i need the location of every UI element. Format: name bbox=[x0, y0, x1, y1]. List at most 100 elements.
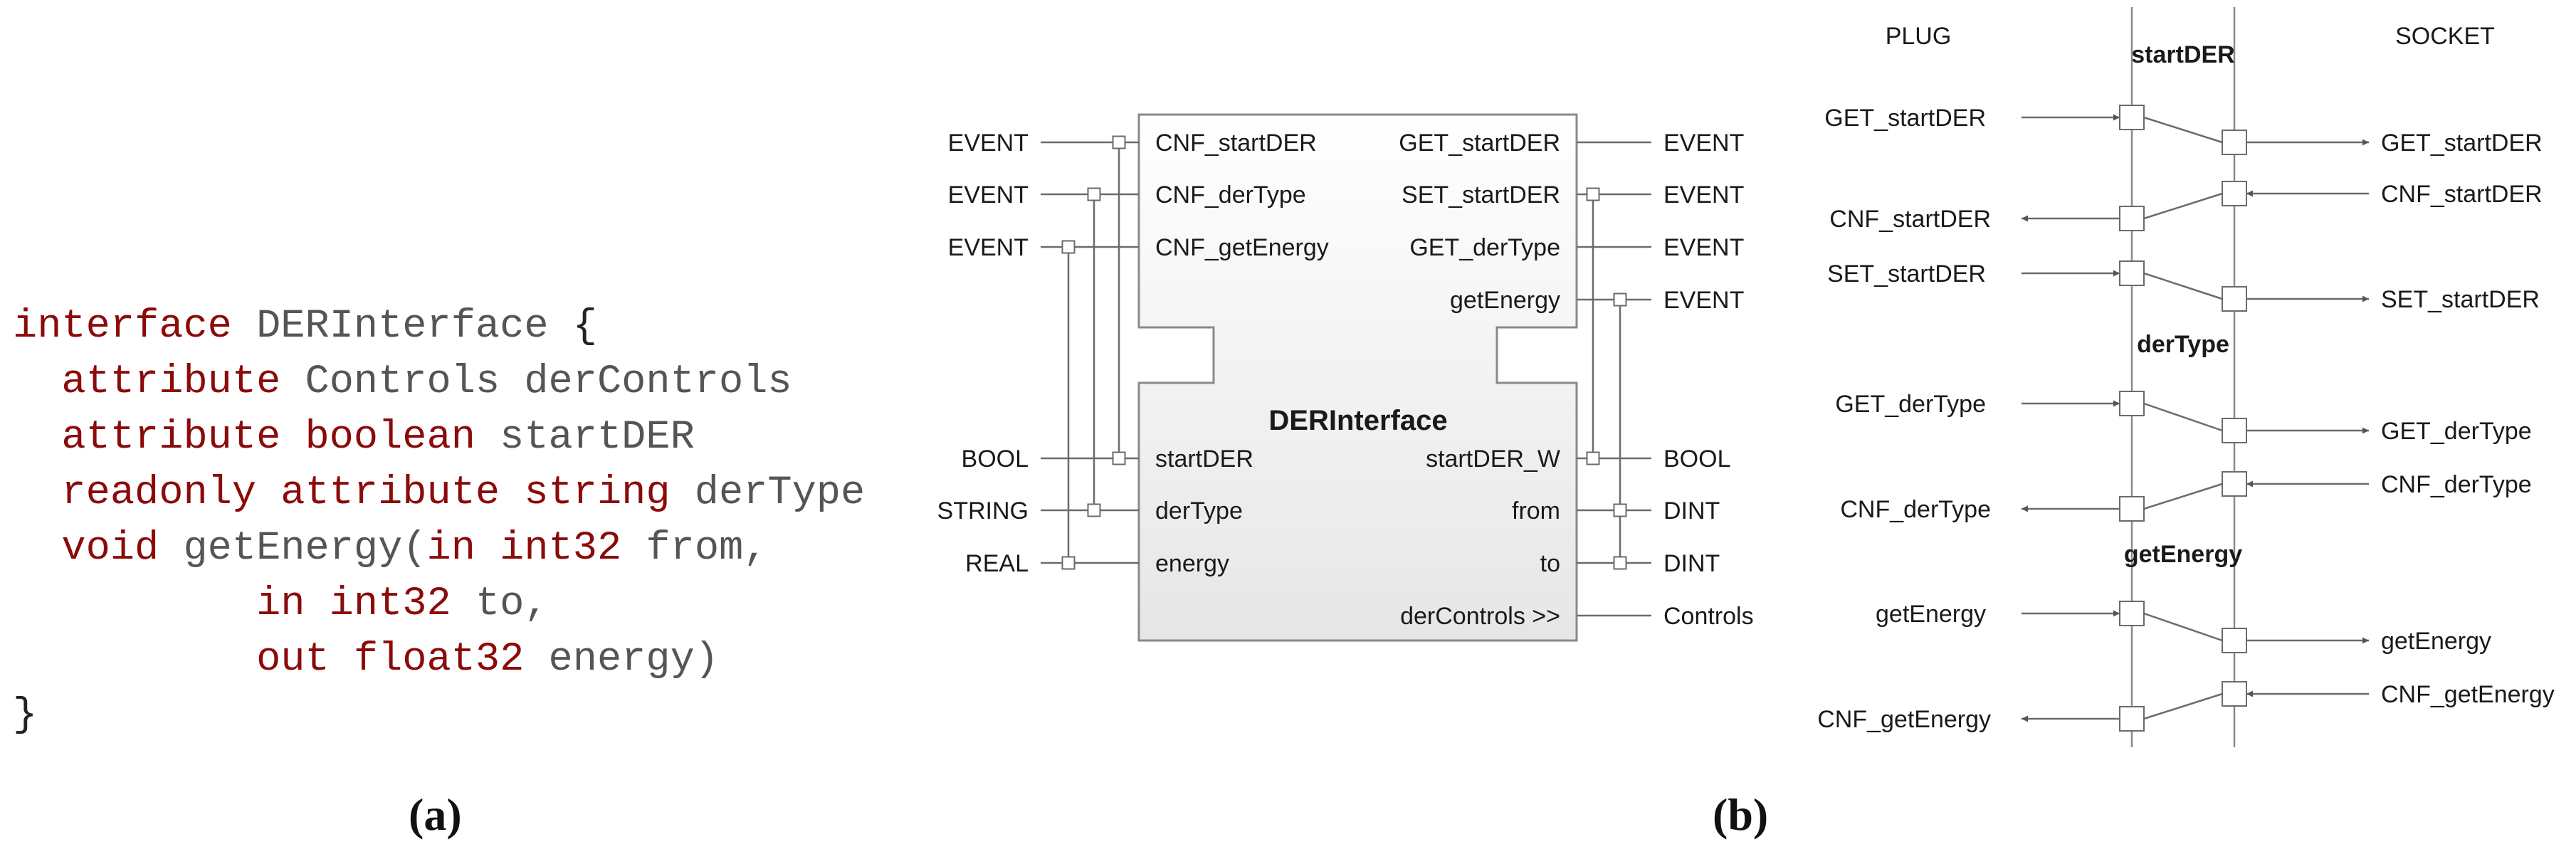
with-association-marker bbox=[1613, 292, 1627, 307]
event-output-type: EVENT bbox=[1663, 130, 1744, 157]
plug-message-label: CNF_derType bbox=[1840, 496, 1991, 523]
socket-port-box bbox=[2222, 628, 2247, 653]
function-block-diagram: DERInterface EVENT CNF_startDER EVENT CNF_d… bbox=[937, 113, 1754, 642]
function-block-title: DERInterface bbox=[1268, 405, 1447, 436]
socket-port-box bbox=[2222, 130, 2247, 155]
data-output-name: startDER_W bbox=[1426, 446, 1560, 473]
message-connector bbox=[2143, 612, 2223, 642]
plug-port-box bbox=[2119, 496, 2145, 522]
event-input-type: EVENT bbox=[948, 130, 1029, 157]
event-input-type: EVENT bbox=[948, 234, 1029, 261]
socket-port-box bbox=[2222, 418, 2247, 443]
code-punct: } bbox=[13, 692, 38, 738]
code-keyword: in int32 bbox=[426, 526, 622, 571]
event-input-name: CNF_getEnergy bbox=[1155, 234, 1329, 261]
event-input-type: EVENT bbox=[948, 181, 1029, 209]
event-output-type: EVENT bbox=[1663, 234, 1744, 261]
plug-message-label: CNF_startDER bbox=[1829, 206, 1991, 233]
data-input-name: energy bbox=[1155, 550, 1229, 577]
plug-port-box bbox=[2119, 391, 2145, 416]
code-line: out float32 energy) bbox=[13, 632, 865, 687]
socket-message-label: CNF_getEnergy bbox=[2381, 681, 2555, 708]
idl-code-block: interface DERInterface { attribute Contr… bbox=[13, 299, 865, 743]
socket-port-box bbox=[2222, 286, 2247, 312]
event-output-name: GET_derType bbox=[1409, 234, 1560, 261]
with-association-marker bbox=[1087, 503, 1101, 517]
plug-port-box bbox=[2119, 601, 2145, 626]
socket-port-box bbox=[2222, 471, 2247, 497]
plug-message-label: CNF_getEnergy bbox=[1817, 706, 1991, 733]
code-identifier: Controls derControls bbox=[305, 359, 792, 405]
code-keyword: void bbox=[61, 526, 159, 571]
with-association-marker bbox=[1613, 556, 1627, 570]
socket-label: SOCKET bbox=[2395, 23, 2495, 50]
with-association-marker bbox=[1061, 556, 1076, 570]
plug-socket-sequence: PLUG SOCKET startDER GET_startDER GET_star… bbox=[1817, 7, 2555, 747]
plug-message-label: GET_startDER bbox=[1824, 105, 1986, 132]
with-association-marker bbox=[1586, 451, 1600, 465]
plug-port-box bbox=[2119, 706, 2145, 732]
data-input-name: startDER bbox=[1155, 446, 1253, 473]
code-keyword: readonly attribute string bbox=[61, 470, 671, 516]
code-keyword: attribute boolean bbox=[61, 415, 475, 460]
socket-message-label: SET_startDER bbox=[2381, 286, 2540, 313]
message-connector bbox=[2143, 483, 2223, 510]
data-input-name: derType bbox=[1155, 497, 1243, 524]
event-output-type: EVENT bbox=[1663, 181, 1744, 209]
code-line: interface DERInterface { bbox=[13, 299, 865, 354]
data-output-name: to bbox=[1540, 550, 1560, 577]
sequence-group-title: getEnergy bbox=[2124, 541, 2242, 568]
data-output-type: Controls bbox=[1663, 603, 1754, 630]
message-connector bbox=[2143, 192, 2223, 220]
socket-message-label: getEnergy bbox=[2381, 628, 2491, 655]
code-line: void getEnergy(in int32 from, bbox=[13, 521, 865, 576]
sequence-group-title: startDER bbox=[2131, 41, 2234, 68]
code-keyword: attribute bbox=[61, 359, 281, 405]
plug-port-box bbox=[2119, 260, 2145, 286]
socket-port-box bbox=[2222, 181, 2247, 206]
code-identifier: to, bbox=[475, 581, 549, 627]
function-block-outline bbox=[1137, 113, 1578, 642]
code-identifier: startDER bbox=[500, 415, 695, 460]
socket-message-label: CNF_startDER bbox=[2381, 181, 2543, 208]
socket-message-label: GET_startDER bbox=[2381, 130, 2543, 157]
message-connector bbox=[2143, 692, 2223, 720]
with-association-marker bbox=[1112, 135, 1126, 149]
socket-port-box bbox=[2222, 681, 2247, 707]
event-output-name: getEnergy bbox=[1450, 287, 1560, 314]
event-input-name: CNF_derType bbox=[1155, 181, 1306, 209]
code-keyword: interface bbox=[13, 304, 232, 349]
panel-label-b: (b) bbox=[1713, 789, 1769, 840]
code-identifier: DERInterface bbox=[256, 304, 549, 349]
message-connector bbox=[2143, 272, 2223, 300]
with-association-marker bbox=[1061, 240, 1076, 254]
code-keyword: in int32 bbox=[256, 581, 451, 627]
plug-port-box bbox=[2119, 105, 2145, 130]
code-identifier: derType bbox=[694, 470, 866, 516]
data-output-type: BOOL bbox=[1663, 446, 1730, 473]
plug-port-box bbox=[2119, 206, 2145, 231]
code-punct: { bbox=[548, 304, 597, 349]
plug-message-label: GET_derType bbox=[1835, 391, 1986, 418]
plug-label: PLUG bbox=[1886, 23, 1952, 50]
data-output-type: DINT bbox=[1663, 550, 1720, 577]
event-output-name: SET_startDER bbox=[1402, 181, 1560, 209]
code-line: in int32 to, bbox=[13, 576, 865, 632]
data-output-name: derControls >> bbox=[1400, 603, 1560, 630]
data-output-type: DINT bbox=[1663, 497, 1720, 524]
event-output-type: EVENT bbox=[1663, 287, 1744, 314]
with-association-marker bbox=[1586, 187, 1600, 201]
with-association-marker bbox=[1613, 503, 1627, 517]
message-connector bbox=[2143, 116, 2223, 144]
message-connector bbox=[2143, 402, 2223, 432]
code-line: attribute Controls derControls bbox=[13, 354, 865, 410]
code-keyword: out float32 bbox=[256, 637, 525, 682]
socket-message-label: CNF_derType bbox=[2381, 471, 2532, 498]
code-identifier: getEnergy( bbox=[183, 526, 427, 571]
event-input-name: CNF_startDER bbox=[1155, 130, 1317, 157]
plug-message-label: SET_startDER bbox=[1827, 260, 1986, 288]
data-input-type: STRING bbox=[937, 497, 1029, 524]
sequence-group-title: derType bbox=[2137, 331, 2229, 358]
code-identifier: from, bbox=[646, 526, 768, 571]
